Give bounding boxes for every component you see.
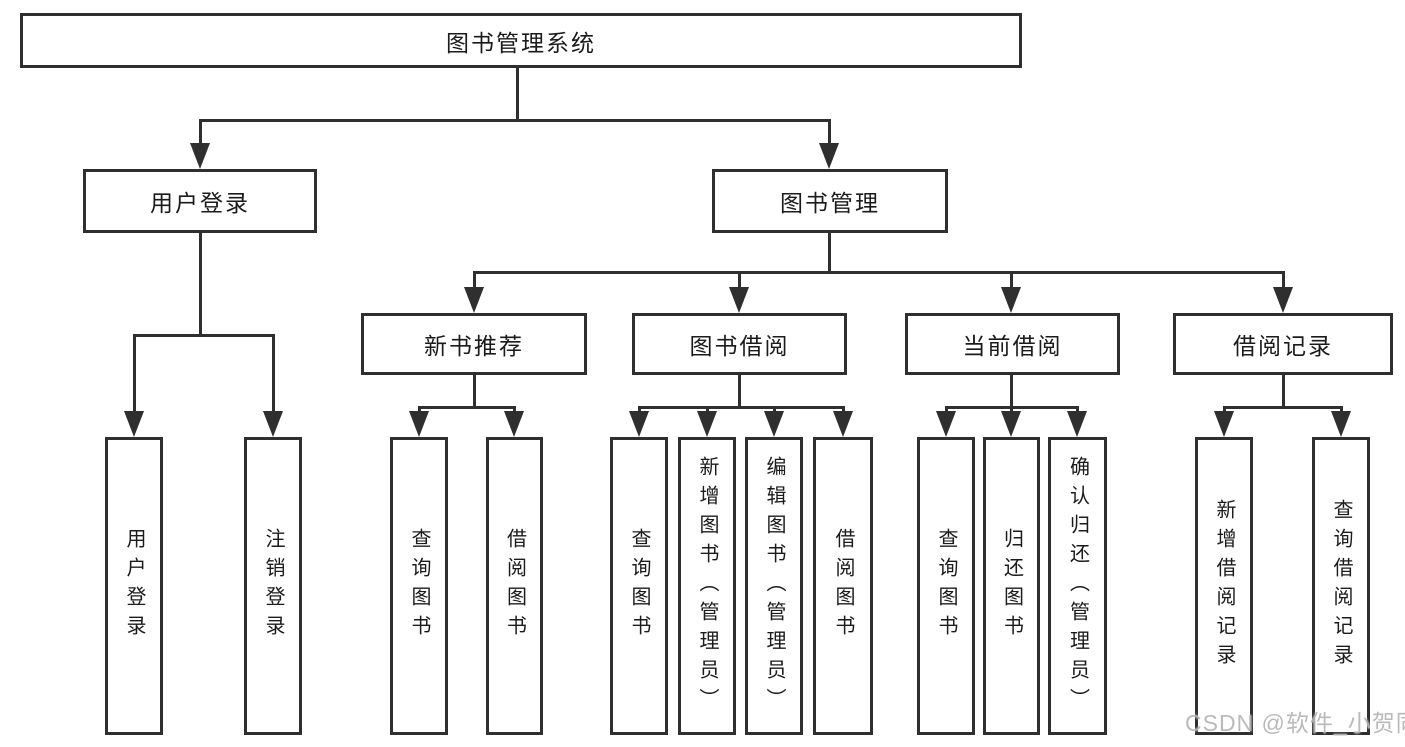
arrow-down-icon — [819, 143, 839, 169]
leaf-query-books-recommend: 查询图书 — [390, 437, 448, 735]
connector-line — [738, 271, 741, 289]
node-book-borrowing: 图书借阅 — [632, 313, 847, 375]
connector-line — [1010, 375, 1013, 409]
arrow-down-icon — [1214, 411, 1234, 437]
connector-line — [638, 406, 844, 409]
node-current-borrowing: 当前借阅 — [905, 313, 1120, 375]
arrow-down-icon — [729, 287, 749, 313]
node-new-book-recommendation: 新书推荐 — [361, 313, 587, 375]
arrow-down-icon — [190, 143, 210, 169]
leaf-query-borrow-record: 查询借阅记录 — [1312, 437, 1370, 735]
leaf-return-books: 归还图书 — [983, 437, 1040, 735]
connector-line — [1282, 375, 1285, 409]
arrow-down-icon — [263, 411, 283, 437]
connector-line — [418, 406, 516, 409]
arrow-down-icon — [697, 411, 717, 437]
arrow-down-icon — [409, 411, 429, 437]
connector-line — [473, 271, 476, 289]
connector-line — [828, 233, 831, 274]
connector-line — [828, 119, 831, 147]
arrow-down-icon — [124, 411, 144, 437]
node-book-management: 图书管理 — [712, 169, 948, 233]
node-user-login: 用户登录 — [83, 169, 317, 233]
connector-line — [516, 68, 519, 122]
arrow-down-icon — [504, 411, 524, 437]
connector-line — [199, 119, 831, 122]
leaf-query-books-current: 查询图书 — [917, 437, 975, 735]
leaf-confirm-return-admin: 确认归还（管理员） — [1048, 437, 1107, 735]
leaf-borrow-books-recommend: 借阅图书 — [486, 437, 543, 735]
arrow-down-icon — [833, 411, 853, 437]
node-borrowing-records: 借阅记录 — [1173, 313, 1393, 375]
arrow-down-icon — [629, 411, 649, 437]
connector-line — [738, 375, 741, 409]
connector-line — [1223, 406, 1342, 409]
connector-line — [473, 375, 476, 409]
connector-line — [473, 271, 1284, 274]
leaf-query-books-borrow: 查询图书 — [610, 437, 668, 735]
connector-line — [1282, 271, 1285, 289]
arrow-down-icon — [464, 287, 484, 313]
leaf-borrow-books: 借阅图书 — [813, 437, 873, 735]
leaf-user-login: 用户登录 — [105, 437, 163, 735]
leaf-logout: 注销登录 — [244, 437, 302, 735]
csdn-watermark: CSDN @软件_小贺同学 — [1185, 710, 1405, 736]
arrow-down-icon — [936, 411, 956, 437]
arrow-down-icon — [1001, 287, 1021, 313]
connector-line — [199, 119, 202, 147]
connector-line — [199, 233, 202, 337]
arrow-down-icon — [1067, 411, 1087, 437]
connector-line — [133, 334, 136, 413]
connector-line — [1010, 271, 1013, 289]
connector-line — [272, 334, 275, 413]
arrow-down-icon — [1273, 287, 1293, 313]
leaf-edit-books-admin: 编辑图书（管理员） — [745, 437, 803, 735]
arrow-down-icon — [1001, 411, 1021, 437]
leaf-add-books-admin: 新增图书（管理员） — [678, 437, 736, 735]
leaf-add-borrow-record: 新增借阅记录 — [1195, 437, 1253, 735]
arrow-down-icon — [1331, 411, 1351, 437]
connector-line — [133, 334, 275, 337]
node-library-management-system: 图书管理系统 — [20, 13, 1022, 68]
arrow-down-icon — [764, 411, 784, 437]
